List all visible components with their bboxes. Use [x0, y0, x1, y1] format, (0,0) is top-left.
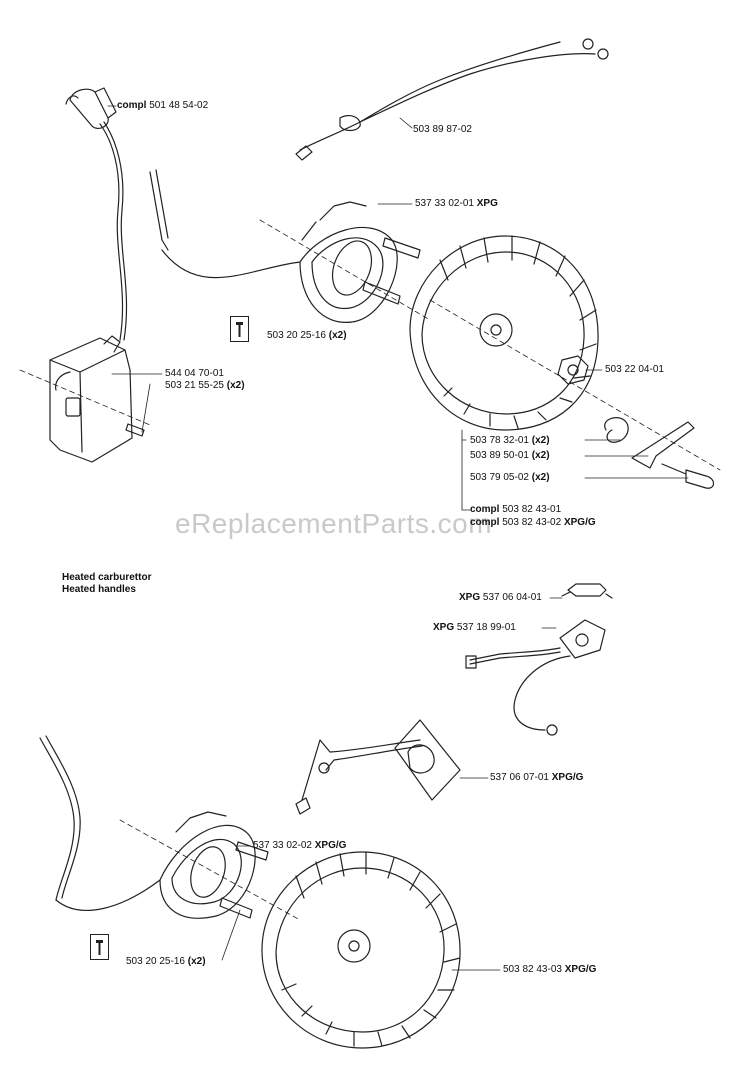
spark-plug-cap-drawing — [65, 87, 128, 341]
flywheel-hardware-drawing — [557, 355, 715, 489]
wire-harness-drawing — [295, 38, 609, 161]
wrench-icon — [90, 934, 109, 960]
section-heading-line-1: Heated carburettor — [62, 572, 152, 583]
part-label-screw-top[interactable]: 503 20 25-16 (x2) — [267, 330, 347, 341]
part-label-thermostat[interactable]: XPG 537 18 99-01 — [433, 622, 516, 633]
part-label-flywheel-bottom[interactable]: 503 82 43-03 XPG/G — [503, 964, 597, 975]
part-label-ignition-module[interactable]: 544 04 70-01 — [165, 368, 224, 379]
flywheel-top-drawing — [409, 235, 721, 471]
part-label-bracket[interactable]: XPG 537 06 04-01 — [459, 592, 542, 603]
thermostat-drawing — [465, 619, 606, 736]
wrench-icon-glyph — [96, 940, 103, 955]
section-heading-line-2: Heated handles — [62, 584, 136, 595]
heating-element-drawing — [295, 719, 489, 815]
bracket-drawing — [549, 583, 613, 599]
part-label-wire-harness[interactable]: 503 89 87-02 — [413, 124, 472, 135]
part-label-nut[interactable]: 503 22 04-01 — [605, 364, 664, 375]
leader-lines-bottom — [221, 845, 251, 961]
part-label-stator-top[interactable]: 537 33 02-01 XPG — [415, 198, 498, 209]
part-label-spring[interactable]: 503 78 32-01 (x2) — [470, 435, 550, 446]
leader-lines-top — [107, 105, 689, 511]
watermark: eReplacementParts.com — [175, 508, 493, 539]
wrench-icon — [230, 316, 249, 342]
part-label-stator-bottom[interactable]: 537 33 02-02 XPG/G — [253, 840, 347, 851]
flywheel-bottom-drawing — [261, 851, 501, 1049]
ht-lead-bottom-drawing — [39, 735, 161, 911]
stator-coil-bottom-drawing — [119, 811, 301, 921]
part-label-flywheel-b[interactable]: compl 503 82 43-02 XPG/G — [470, 517, 596, 528]
part-label-flywheel-a[interactable]: compl 503 82 43-01 — [470, 504, 562, 515]
stator-coil-top-drawing — [149, 169, 431, 323]
part-label-pawl-screw[interactable]: 503 79 05-02 (x2) — [470, 472, 550, 483]
part-label-pawl[interactable]: 503 89 50-01 (x2) — [470, 450, 550, 461]
ignition-module-drawing — [19, 335, 151, 463]
part-label-module-screw[interactable]: 503 21 55-25 (x2) — [165, 380, 245, 391]
wrench-icon-glyph — [236, 322, 243, 337]
part-label-screw-bottom[interactable]: 503 20 25-16 (x2) — [126, 956, 206, 967]
part-label-heater-element[interactable]: 537 06 07-01 XPG/G — [490, 772, 584, 783]
part-label-plug-cap[interactable]: compl 501 48 54-02 — [117, 100, 209, 111]
